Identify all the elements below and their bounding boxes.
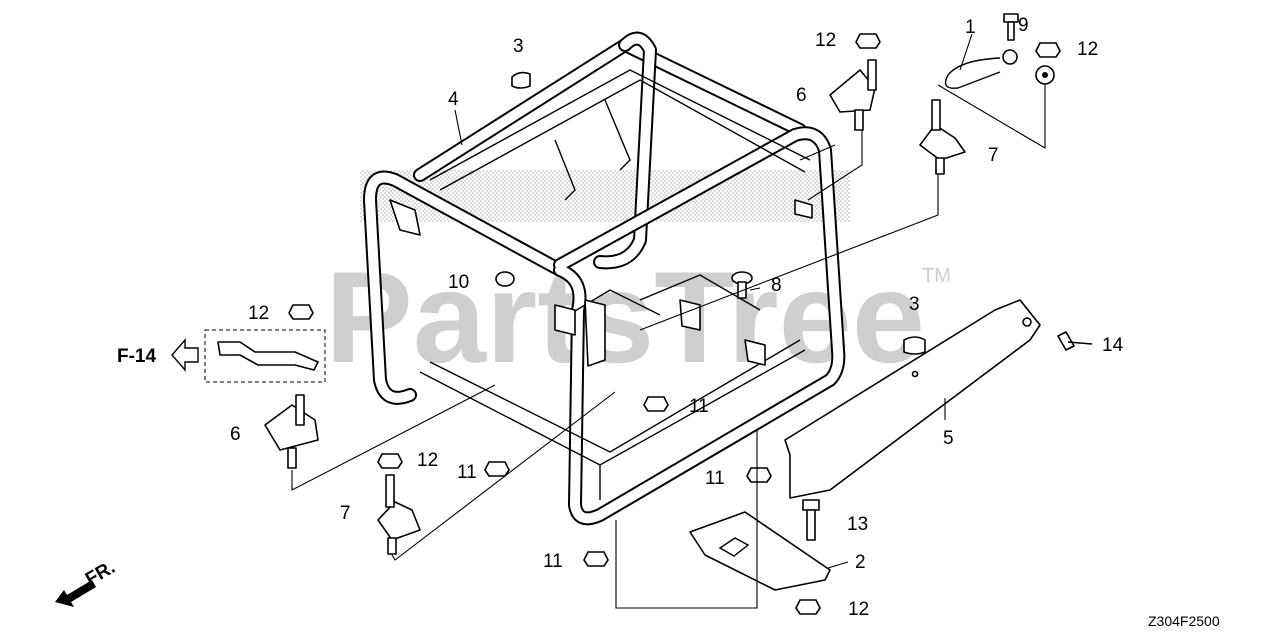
callout-3-cap-top[interactable]: 3 [513,36,524,57]
mount-rubber-top[interactable] [829,59,877,131]
callout-12-nut-left[interactable]: 12 [248,303,269,324]
callout-11-nut-left[interactable]: 11 [457,462,477,483]
callout-12-nut-cable[interactable]: 12 [1077,39,1098,60]
side-rail-hole [911,370,919,378]
ground-cable[interactable] [944,49,1055,89]
callout-7-mount-right[interactable]: 7 [988,145,999,166]
bracket[interactable] [689,511,831,591]
mount-rubber-bottom[interactable] [377,474,421,555]
callout-14-bolt[interactable]: 14 [1102,335,1124,356]
callout-4-main-frame[interactable]: 4 [448,89,459,110]
hardware [288,13,1093,615]
f14-reference-label: F-14 [117,346,157,367]
callout-10-grommet[interactable]: 10 [448,272,469,293]
f14-reference-box [204,329,326,383]
plug[interactable] [731,271,753,299]
mount-rubber-left[interactable] [264,394,319,469]
callout-11-nut-bottom[interactable]: 11 [543,551,563,572]
callout-labels: 1 2 3 3 4 5 6 6 7 7 8 9 10 11 11 11 11 1… [230,15,1124,620]
cap-top[interactable] [511,71,531,89]
f14-bracket [217,341,319,371]
grommet[interactable] [495,271,515,287]
callout-5-side-rail[interactable]: 5 [943,428,954,449]
side-rail-hole [1022,317,1032,327]
front-direction-indicator: FR. [55,557,119,607]
watermark: PartsTree TM [325,170,951,390]
side-rail[interactable] [784,299,1041,499]
callout-9-bolt[interactable]: 9 [1018,15,1029,36]
arrow-front-icon [55,580,96,607]
arrow-left-icon [171,338,199,372]
callout-3-cap-right[interactable]: 3 [909,294,920,315]
callout-1-ground-cable[interactable]: 1 [965,17,976,38]
callout-8-plug[interactable]: 8 [771,275,782,296]
callout-12-nut-lower[interactable]: 12 [417,450,438,471]
callout-7-mount-bottom[interactable]: 7 [340,503,351,524]
f14-reference[interactable]: F-14 [117,338,199,372]
diagram-code: Z304F2500 [1148,613,1220,629]
leader-lines [291,33,1046,609]
watermark-trademark: TM [922,265,951,287]
callout-11-nut-right[interactable]: 11 [705,468,725,489]
callout-2-bracket[interactable]: 2 [855,552,866,573]
main-frame[interactable] [363,31,846,526]
callout-6-mount-top[interactable]: 6 [796,85,807,106]
watermark-text: PartsTree [325,244,925,390]
callout-12-nut-bottom[interactable]: 12 [848,599,869,620]
callout-6-mount-left[interactable]: 6 [230,424,241,445]
callout-13-bolt[interactable]: 13 [847,514,868,535]
cap-right[interactable] [903,336,926,355]
callout-12-nut-top[interactable]: 12 [815,30,836,51]
callout-11-nut-center[interactable]: 11 [689,396,709,417]
mount-rubber-right[interactable] [919,99,966,175]
